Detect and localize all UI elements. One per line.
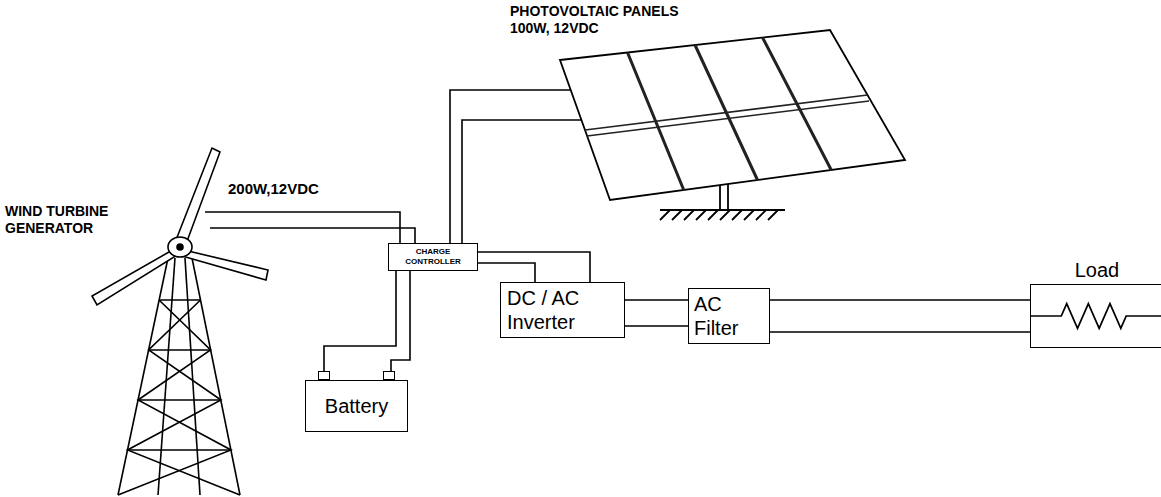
battery-terminal: [318, 371, 330, 380]
battery-box: Battery: [305, 380, 408, 432]
turbine-blade: [92, 248, 182, 305]
turbine-tower: [118, 258, 240, 495]
wire-connector: [770, 300, 1030, 332]
pv-rail: [585, 95, 869, 136]
turbine-rotor: [92, 148, 268, 305]
pv-wire: [462, 120, 581, 243]
node-text: DC / AC Inverter: [507, 286, 597, 334]
wire-connector: [478, 252, 590, 282]
charge-controller-box: CHARGE CONTROLLER: [388, 243, 478, 271]
load-frame: [1030, 284, 1161, 348]
wind-wire: [210, 228, 415, 243]
node-text: CHARGE CONTROLLER: [397, 247, 469, 267]
tower-brace: [128, 300, 232, 450]
node-text: Battery: [325, 394, 388, 418]
resistor-symbol: [1031, 285, 1161, 347]
tower-brace: [118, 300, 231, 495]
component-label: PHOTOVOLTAIC PANELS: [510, 3, 679, 20]
turbine-hub-center: [177, 244, 183, 250]
rating-label: 200W,12VDC: [228, 180, 319, 197]
wire-connector: [625, 300, 688, 326]
load-heading: Load: [1030, 258, 1161, 282]
pv-cell-divider: [628, 38, 832, 191]
turbine-blade: [176, 148, 220, 244]
resistor-zigzag: [1031, 304, 1161, 329]
pv-panel: [560, 30, 905, 200]
load-box: Load: [1030, 258, 1161, 348]
pv-panel-frame: [560, 30, 905, 200]
wire-connector: [324, 271, 410, 371]
filter-box: AC Filter: [688, 288, 770, 344]
pv-wire: [450, 90, 571, 243]
tower-leg: [192, 258, 240, 495]
turbine-hub: [168, 237, 192, 257]
ground-hatch: [660, 210, 778, 220]
battery-terminal: [383, 371, 395, 380]
inverter-box: DC / AC Inverter: [500, 282, 625, 338]
rating-label: 100W, 12VDC: [510, 20, 599, 37]
turbine-blade: [182, 250, 268, 280]
node-text: AC Filter: [694, 292, 752, 340]
source-wires: [205, 90, 581, 243]
component-label: WIND TURBINE GENERATOR: [5, 203, 135, 237]
tower-brace: [128, 300, 241, 495]
